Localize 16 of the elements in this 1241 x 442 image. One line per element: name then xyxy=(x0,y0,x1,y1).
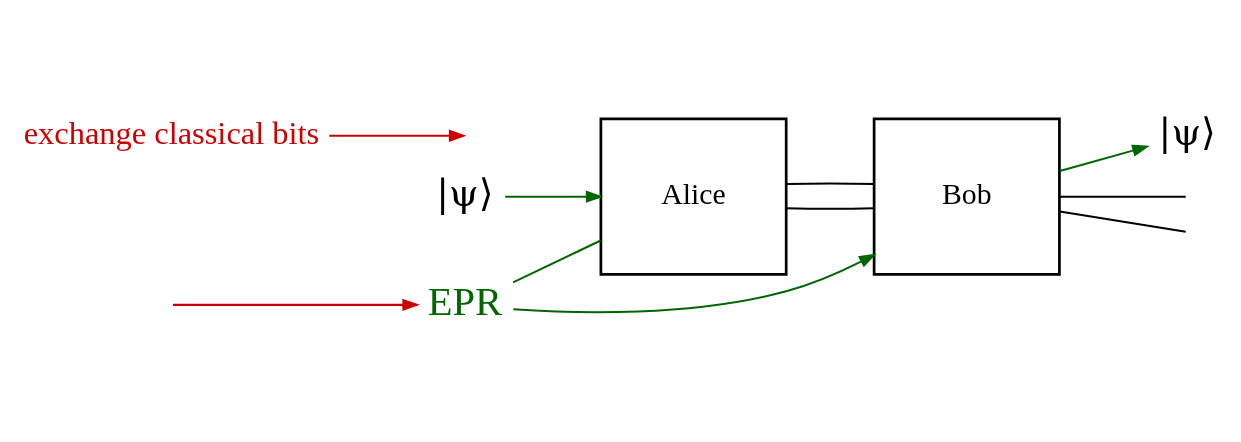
node-box: Alice xyxy=(599,117,788,276)
arrow xyxy=(1059,144,1150,172)
node-text: exchange classical bits xyxy=(23,115,320,152)
arrow xyxy=(173,298,420,312)
node-text: |ψ⟩ xyxy=(436,170,494,215)
connector xyxy=(1059,195,1186,198)
connector xyxy=(786,207,874,210)
arrow xyxy=(505,190,604,203)
node-text: EPR xyxy=(427,279,503,325)
node-box: Bob xyxy=(872,117,1061,276)
node-text: |ψ⟩ xyxy=(1158,110,1216,155)
arrow xyxy=(329,129,467,142)
arrow xyxy=(513,253,877,314)
connector xyxy=(512,239,602,284)
connector xyxy=(786,182,874,186)
connector xyxy=(1059,210,1186,233)
